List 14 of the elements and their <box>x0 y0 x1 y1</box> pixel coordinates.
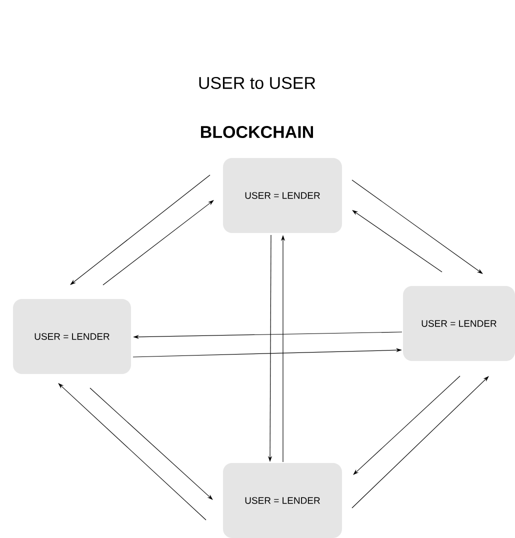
user-box: USER = LENDER <box>223 158 342 233</box>
user-box: USER = LENDER <box>13 299 131 374</box>
user-box: USER = LENDER <box>403 286 515 361</box>
subtitle: BLOCKCHAIN <box>201 126 313 138</box>
arrow <box>70 174 210 285</box>
user-box: USER = LENDER <box>223 463 342 538</box>
arrow <box>352 376 489 508</box>
arrow <box>352 210 442 272</box>
arrow <box>102 200 214 286</box>
title: USER to USER <box>199 76 316 90</box>
arrow <box>352 180 483 274</box>
arrow <box>90 388 213 500</box>
arrow <box>58 383 206 520</box>
arrow <box>353 376 460 475</box>
